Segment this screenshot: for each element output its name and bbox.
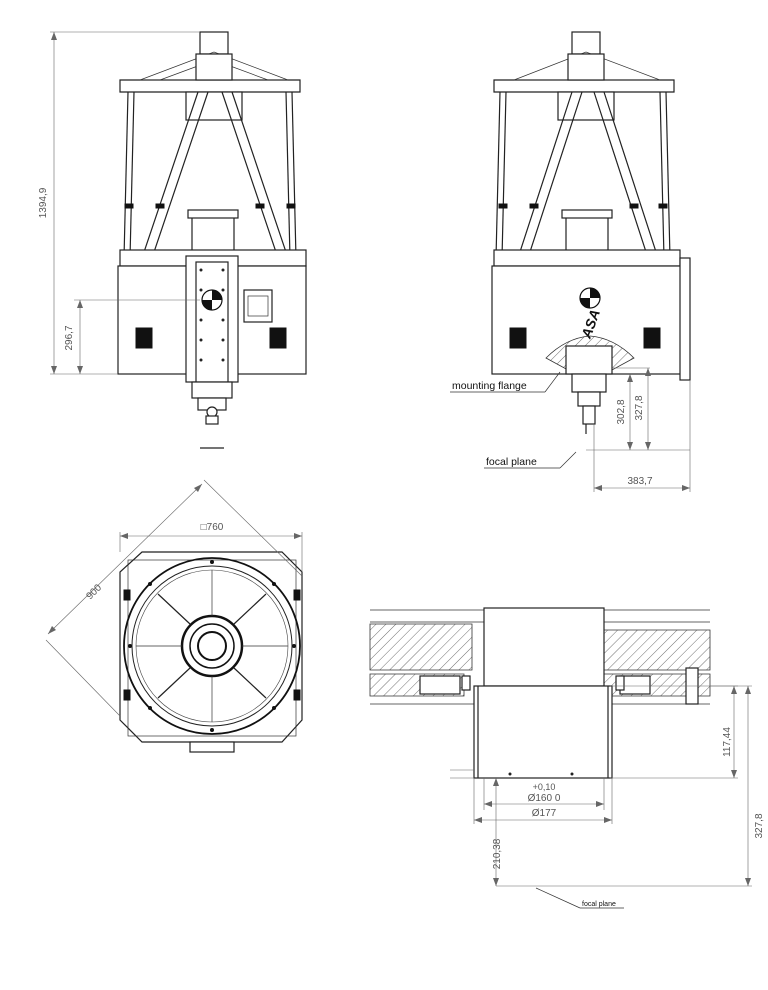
front-view: 1394,9 296,7 (38, 31, 307, 449)
front-flange-dimension: 296,7 (64, 325, 75, 350)
focal-plane-label-section: focal plane (582, 901, 616, 908)
section-dia-160: Ø160 0 (528, 793, 561, 804)
top-square-dimension: □760 (201, 522, 224, 533)
side-view: ASA mounting flange focal plane 302,8 32… (450, 31, 691, 492)
section-tolerance: +0,10 (533, 782, 556, 792)
section-view: 117,44 327,8 210,38 +0,10 Ø160 0 Ø177 (369, 607, 765, 909)
focal-plane-label-side: focal plane (486, 456, 537, 468)
side-dim-383: 383,7 (627, 476, 652, 487)
top-view: □760 900 (45, 479, 303, 753)
section-dia-177: Ø177 (532, 808, 557, 819)
section-dim-327: 327,8 (754, 813, 765, 838)
front-height-dimension: 1394,9 (38, 187, 49, 218)
side-dim-327: 327,8 (634, 395, 645, 420)
top-diagonal-dimension: 900 (84, 582, 104, 602)
section-dim-117: 117,44 (722, 727, 733, 757)
section-dim-210: 210,38 (492, 838, 503, 869)
side-dim-302: 302,8 (616, 399, 627, 424)
mounting-flange-label: mounting flange (452, 380, 527, 392)
